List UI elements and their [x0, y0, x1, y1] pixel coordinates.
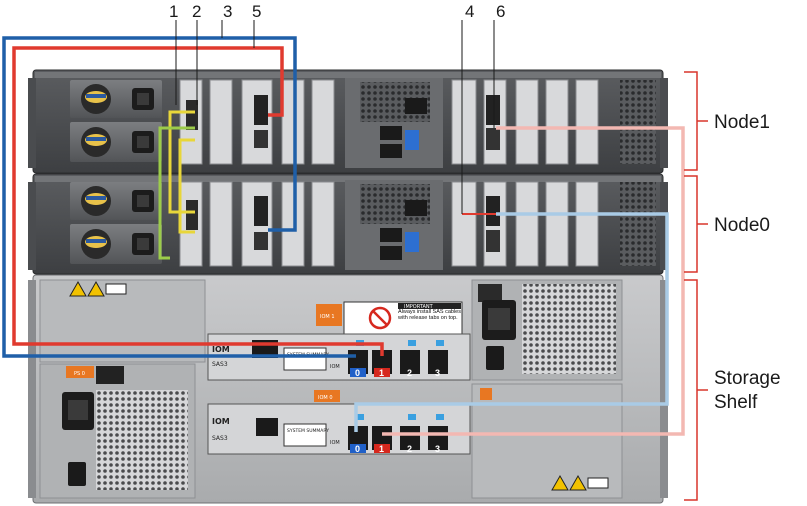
callout-3: 3: [223, 2, 232, 21]
iom1-port-3: 3: [435, 368, 440, 378]
shelf-psu1: [471, 279, 623, 381]
iom1-tag: IOM 1: [320, 314, 335, 320]
bracket-node1: [684, 71, 698, 171]
node1-chassis: [28, 69, 668, 174]
important-title: IMPORTANT: [404, 304, 434, 310]
cable-5-red: [12, 46, 384, 356]
brackets: [684, 71, 708, 501]
node0-psu-top: [70, 182, 162, 220]
iom1-header: IOM 1 IMPORTANT Always install SAS cable…: [316, 301, 463, 337]
storage-shelf: PS 0 IOM 1 IMPOR: [28, 274, 668, 504]
iom0-system-summary: SYSTEM SUMMARY: [287, 428, 329, 434]
iom1-port-2: 2: [407, 368, 412, 378]
cable-3-blue: [2, 36, 356, 358]
callout-leaders: [175, 20, 495, 214]
iom0-left-label: IOM: [212, 417, 230, 426]
internal-cables: [158, 110, 195, 260]
iom1-left-label: IOM: [212, 345, 230, 354]
callout-2: 2: [192, 2, 201, 21]
label-storage-line2: Shelf: [714, 392, 758, 413]
node0-psu-bottom: [70, 224, 162, 264]
bracket-node0: [684, 175, 698, 273]
iom1-small-label: IOM: [330, 364, 340, 370]
iom0-small-label: IOM: [330, 440, 340, 446]
callout-4: 4: [465, 2, 474, 21]
label-storage-line1: Storage: [714, 368, 781, 389]
callout-1: 1: [169, 2, 178, 21]
bracket-storage: [684, 279, 698, 501]
ps0-label: PS 0: [74, 371, 85, 377]
iom0-tag: IOM 0: [318, 395, 333, 401]
iom0-sas-label: SAS3: [212, 435, 228, 442]
label-node1: Node1: [714, 112, 770, 133]
shelf-psu0: PS 0: [39, 363, 196, 499]
iom1-sas-label: SAS3: [212, 361, 228, 368]
iom0-port-0: 0: [355, 444, 360, 454]
node1-psu-top: [70, 80, 162, 118]
iom1-port-0: 0: [355, 368, 360, 378]
iom0-module: IOM SAS3 SYSTEM SUMMARY IOM 0 1 2 3: [207, 403, 471, 455]
important-text: Always install SAS cables with release t…: [398, 309, 461, 321]
node0-chassis: [28, 173, 668, 275]
cable-4-lightblue: [354, 212, 669, 432]
iom0-port-2: 2: [407, 444, 412, 454]
callout-5: 5: [252, 2, 261, 21]
node0-pcie-slots: [179, 181, 599, 267]
iom1-port-1: 1: [379, 368, 384, 378]
cable-6-pink: [382, 126, 685, 436]
callout-numbers: 1 2 3 5 4 6: [169, 2, 505, 21]
iom0-port-3: 3: [435, 444, 440, 454]
label-node0: Node0: [714, 215, 770, 236]
callout-6: 6: [496, 2, 505, 21]
iom0-port-1: 1: [379, 444, 384, 454]
node1-psu-bottom: [70, 122, 162, 162]
